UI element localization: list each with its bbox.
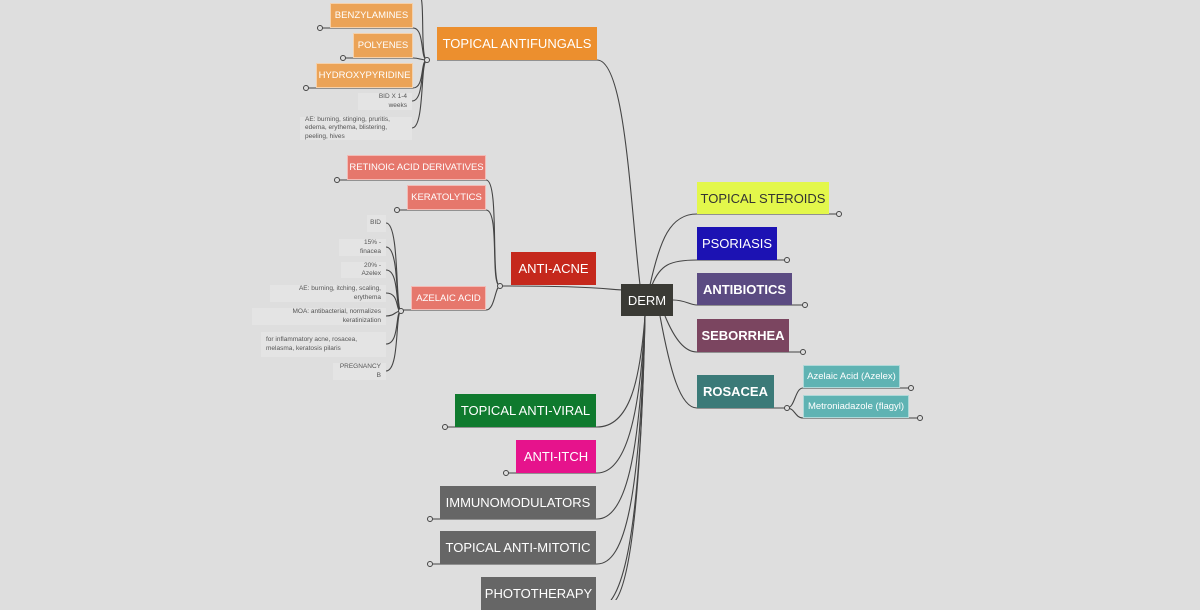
expand-toggle-icon[interactable]: [784, 257, 790, 263]
node-anti-itch[interactable]: ANTI-ITCH: [516, 440, 596, 473]
node-topical-steroids[interactable]: TOPICAL STEROIDS: [697, 182, 829, 214]
node-seborrhea[interactable]: SEBORRHEA: [697, 319, 789, 352]
expand-toggle-icon[interactable]: [836, 211, 842, 217]
node-topical-antifungals[interactable]: TOPICAL ANTIFUNGALS: [437, 27, 597, 60]
note-indications[interactable]: for inflammatory acne, rosacea, melasma,…: [261, 332, 386, 357]
expand-toggle-icon[interactable]: [303, 85, 309, 91]
note-ae[interactable]: AE: burning, itching, scaling, erythema: [270, 285, 386, 302]
note-adverse-effects[interactable]: AE: burning, stinging, pruritis, edema, …: [300, 116, 412, 140]
expand-toggle-icon[interactable]: [394, 207, 400, 213]
node-azelaic-acid[interactable]: AZELAIC ACID: [411, 286, 486, 310]
expand-toggle-icon[interactable]: [802, 302, 808, 308]
note-bid-duration[interactable]: BID X 1-4 weeks: [358, 93, 412, 110]
expand-toggle-icon[interactable]: [427, 561, 433, 567]
expand-toggle-icon[interactable]: [427, 516, 433, 522]
node-topical-anti-viral[interactable]: TOPICAL ANTI-VIRAL: [455, 394, 596, 427]
expand-toggle-icon[interactable]: [317, 25, 323, 31]
expand-toggle-icon[interactable]: [442, 424, 448, 430]
central-node-derm[interactable]: DERM: [621, 284, 673, 316]
junction-antifungals: [424, 57, 430, 63]
expand-toggle-icon[interactable]: [334, 177, 340, 183]
note-finacea[interactable]: 15% - finacea: [339, 239, 386, 256]
node-metronidazole[interactable]: Metroniadazole (flagyl): [803, 395, 909, 418]
note-moa[interactable]: MOA: antibacterial, normalizes keratiniz…: [252, 308, 386, 325]
node-antibiotics[interactable]: ANTIBIOTICS: [697, 273, 792, 305]
junction-anti-acne: [497, 283, 503, 289]
node-topical-anti-mitotic[interactable]: TOPICAL ANTI-MITOTIC: [440, 531, 596, 564]
expand-toggle-icon[interactable]: [917, 415, 923, 421]
node-polyenes[interactable]: POLYENES: [353, 33, 413, 58]
note-azelex[interactable]: 20% - Azelex: [341, 262, 386, 278]
expand-toggle-icon[interactable]: [340, 55, 346, 61]
junction-azelaic: [398, 308, 404, 314]
node-psoriasis[interactable]: PSORIASIS: [697, 227, 777, 260]
expand-toggle-icon[interactable]: [800, 349, 806, 355]
note-bid[interactable]: BID: [367, 215, 386, 232]
node-phototherapy[interactable]: PHOTOTHERAPY: [481, 577, 596, 610]
node-immunomodulators[interactable]: IMMUNOMODULATORS: [440, 486, 596, 519]
node-anti-acne[interactable]: ANTI-ACNE: [511, 252, 596, 285]
junction-rosacea: [784, 405, 790, 411]
node-retinoic-acid[interactable]: RETINOIC ACID DERIVATIVES: [347, 155, 486, 180]
note-pregnancy[interactable]: PREGNANCY B: [333, 363, 386, 380]
node-rosacea[interactable]: ROSACEA: [697, 375, 774, 408]
node-benzylamines[interactable]: BENZYLAMINES: [330, 3, 413, 28]
node-hydroxypyridine[interactable]: HYDROXYPYRIDINE: [316, 63, 413, 88]
node-azelaic-azelex[interactable]: Azelaic Acid (Azelex): [803, 365, 900, 388]
expand-toggle-icon[interactable]: [908, 385, 914, 391]
node-keratolytics[interactable]: KERATOLYTICS: [407, 185, 486, 210]
expand-toggle-icon[interactable]: [503, 470, 509, 476]
